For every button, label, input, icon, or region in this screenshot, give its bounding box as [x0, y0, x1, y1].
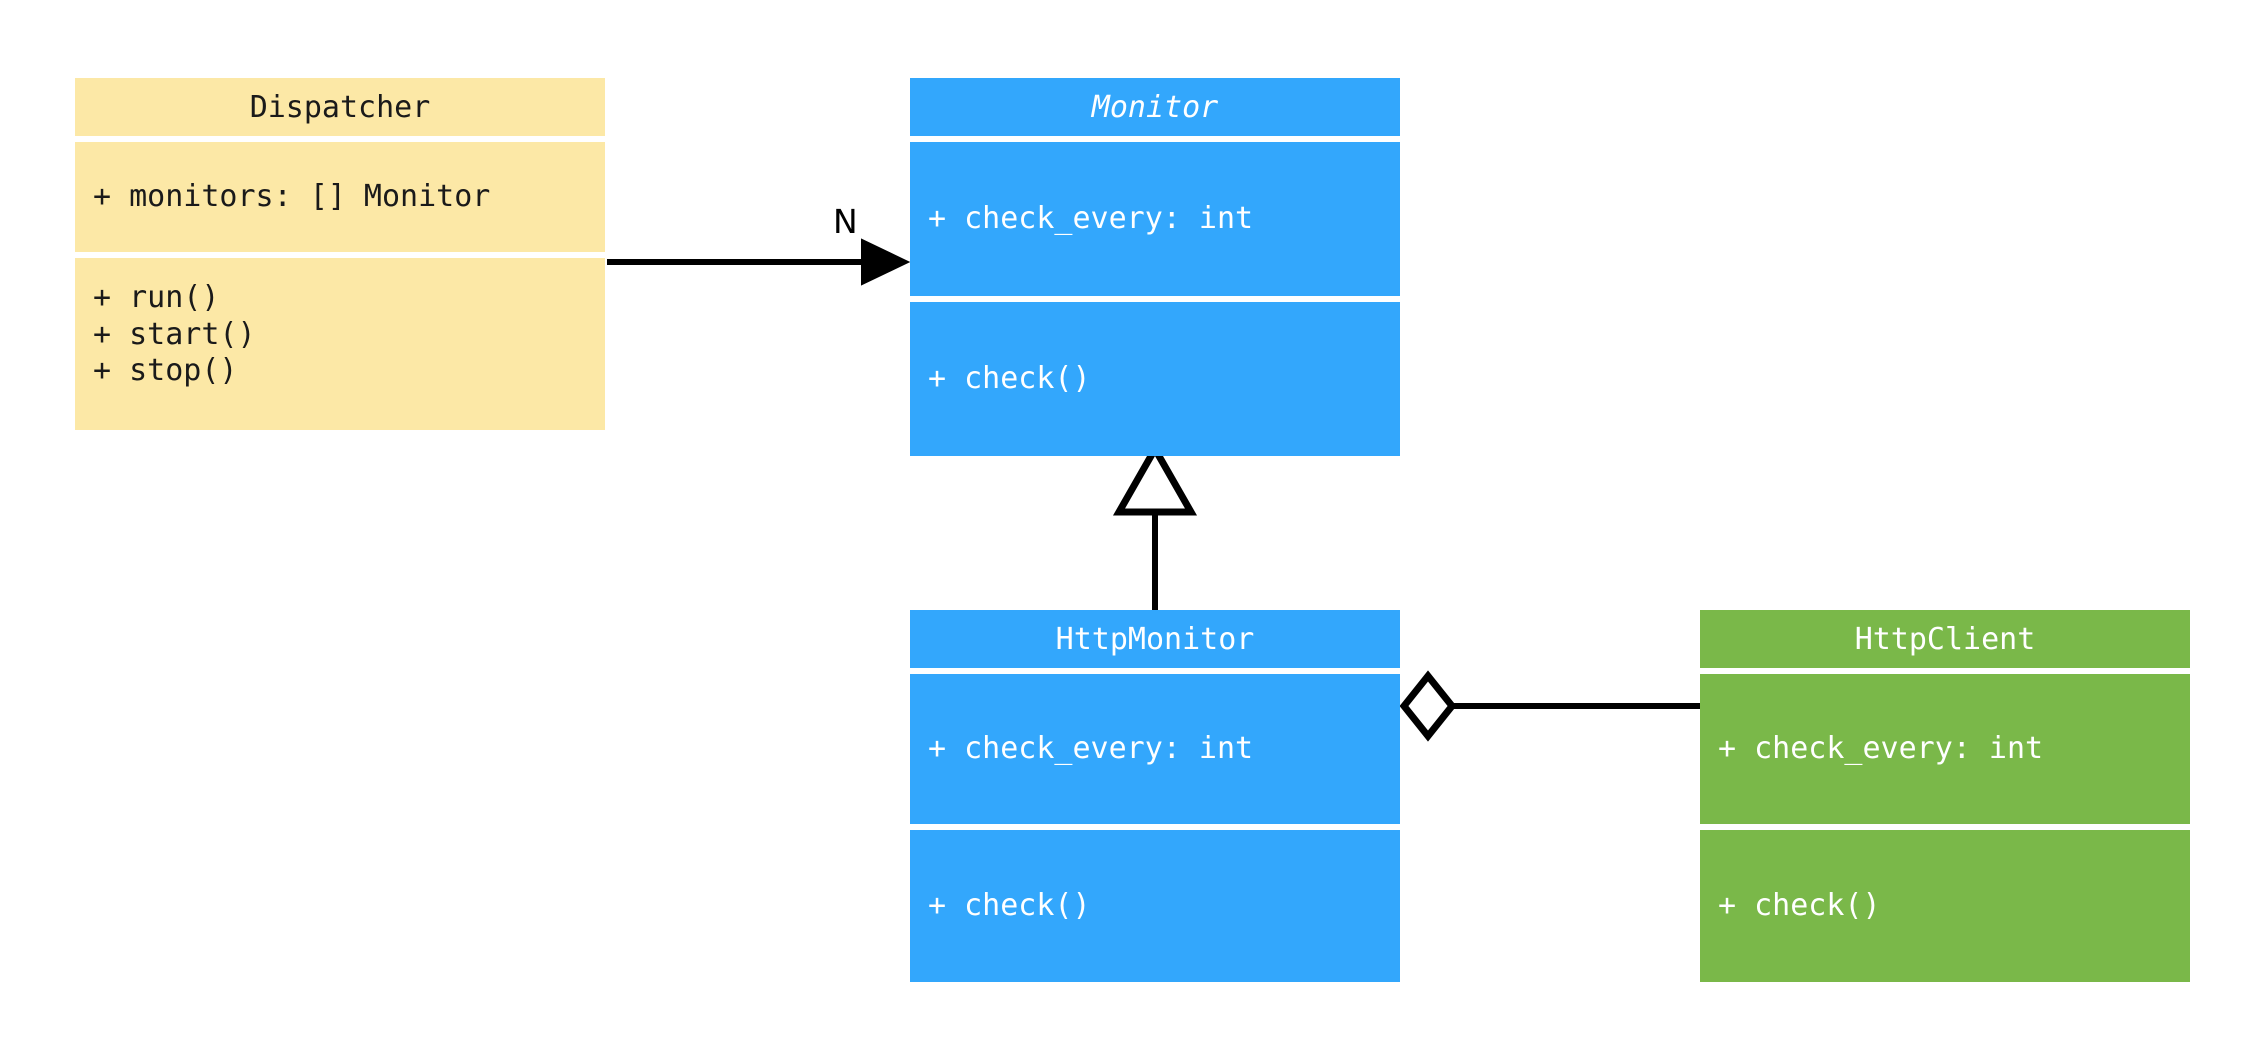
class-title-monitor: Monitor [910, 78, 1400, 136]
class-attributes-http-monitor: + check_every: int [910, 674, 1400, 824]
class-attribute: + check_every: int [1718, 730, 2044, 766]
class-title-http-monitor: HttpMonitor [910, 610, 1400, 668]
class-method: + run() [93, 280, 220, 315]
class-method: + start() [93, 316, 256, 352]
class-box-monitor[interactable]: Monitor + check_every: int + check() [910, 78, 1400, 456]
edge-httpmonitor-to-httpclient [1399, 670, 1700, 742]
class-methods-monitor: + check() [910, 302, 1400, 456]
edge-httpmonitor-to-monitor [1112, 441, 1198, 610]
class-attributes-http-client: + check_every: int [1700, 674, 2190, 824]
class-attribute: + monitors: [] Monitor [93, 178, 491, 214]
class-title-http-client: HttpClient [1700, 610, 2190, 668]
class-method: + stop() [93, 353, 238, 389]
class-box-http-monitor[interactable]: HttpMonitor + check_every: int + check() [910, 610, 1400, 982]
class-method: + check() [928, 360, 1091, 396]
class-box-http-client[interactable]: HttpClient + check_every: int + check() [1700, 610, 2190, 982]
class-attribute: + check_every: int [928, 200, 1254, 236]
class-attributes-dispatcher: + monitors: [] Monitor [75, 142, 605, 252]
class-methods-dispatcher: + run() + start() + stop() [75, 258, 605, 430]
class-box-dispatcher[interactable]: Dispatcher + monitors: [] Monitor + run(… [75, 78, 605, 430]
class-attribute: + check_every: int [928, 730, 1254, 766]
class-methods-http-monitor: + check() [910, 830, 1400, 982]
class-method: + check() [928, 887, 1091, 923]
class-attributes-monitor: + check_every: int [910, 142, 1400, 296]
class-methods-http-client: + check() [1700, 830, 2190, 982]
class-title-dispatcher: Dispatcher [75, 78, 605, 136]
edge-dispatcher-to-monitor [607, 238, 911, 286]
edge-label-multiplicity-n: N [833, 202, 858, 241]
class-method: + check() [1718, 887, 1881, 923]
